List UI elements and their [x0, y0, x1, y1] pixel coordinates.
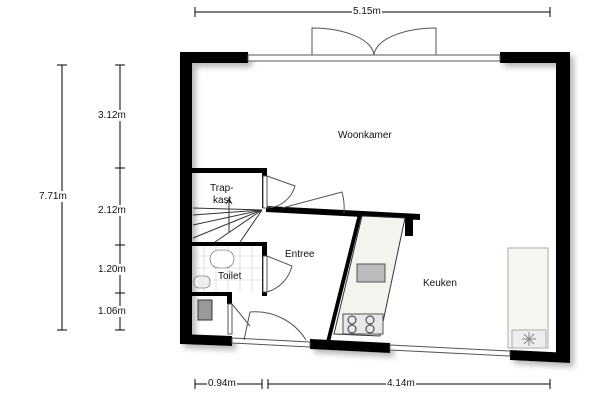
room-trapkast-1: Trap- [210, 183, 234, 194]
dimension-bottom-right: 4.14m [386, 378, 416, 389]
toilet-tiles [192, 246, 262, 292]
room-woonkamer: Woonkamer [338, 130, 392, 141]
dimension-segment: 1.06m [97, 306, 127, 317]
right-counter [507, 247, 549, 349]
dimension-depth: 7.71m [38, 191, 68, 202]
stairs [192, 198, 263, 243]
dimension-lines [57, 7, 551, 389]
walls [180, 52, 570, 363]
room-entree: Entree [285, 249, 315, 260]
room-trapkast-2: kast [213, 195, 232, 206]
doors [227, 175, 345, 341]
bottom-window [389, 344, 511, 357]
room-keuken: Keuken [423, 278, 457, 289]
dimension-segment: 3.12m [97, 110, 127, 121]
meter-cupboard [197, 299, 213, 321]
top-window [247, 27, 501, 62]
bottom-window [231, 337, 311, 348]
dimension-width: 5.15m [352, 6, 382, 17]
dimension-bottom-left: 0.94m [207, 378, 237, 389]
dimension-segment: 1.20m [97, 264, 127, 275]
room-toilet: Toilet [218, 271, 242, 282]
kitchen-counter [333, 215, 406, 337]
dimension-segment: 2.12m [97, 205, 127, 216]
